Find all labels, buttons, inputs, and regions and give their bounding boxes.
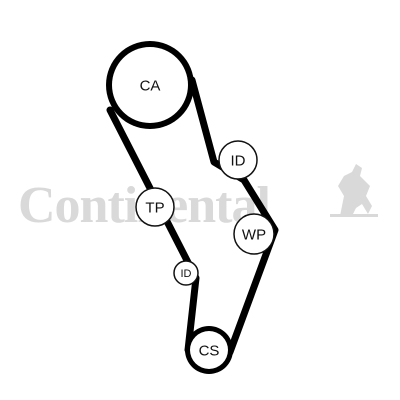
idler-lower-label: ID (181, 268, 192, 280)
water-pump-label: WP (242, 227, 266, 244)
idler-upper-label: ID (231, 153, 246, 170)
tensioner-label: TP (145, 200, 164, 217)
camshaft-label: CA (140, 78, 161, 95)
water-pump-pulley: WP (233, 213, 275, 255)
idler-upper-pulley: ID (218, 140, 258, 180)
brand-watermark: Continental (18, 164, 378, 234)
tensioner-pulley: TP (135, 187, 175, 227)
idler-lower-pulley: ID (173, 260, 199, 286)
crankshaft-label: CS (199, 343, 220, 360)
rearing-horse-icon (330, 164, 378, 217)
camshaft-pulley: CA (106, 41, 194, 129)
crankshaft-pulley: CS (185, 326, 233, 374)
